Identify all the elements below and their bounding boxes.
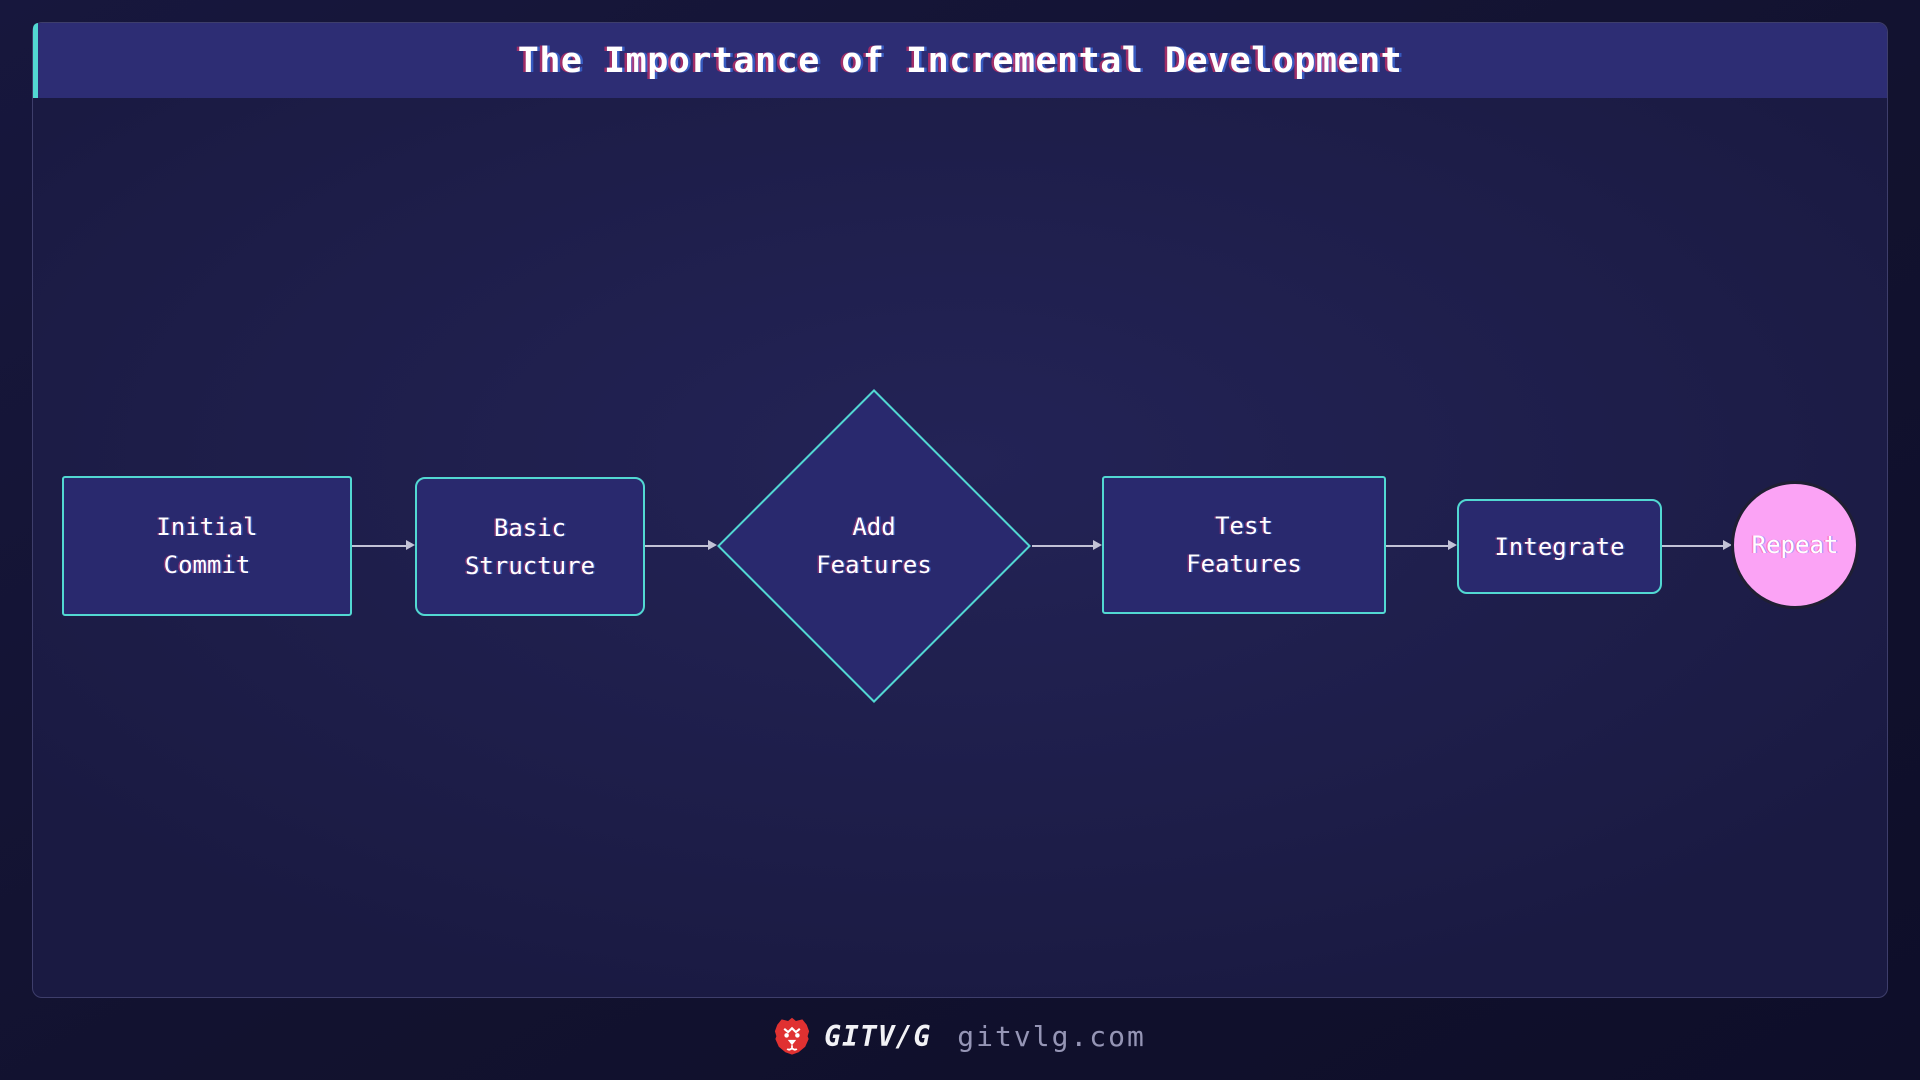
footer: GITV/G gitvlg.com xyxy=(0,1006,1920,1066)
arrow-basic-structure-to-add-features xyxy=(645,540,717,550)
arrow-integrate-to-repeat xyxy=(1662,540,1732,550)
node-basic-structure: Basic Structure xyxy=(415,477,645,616)
node-label-line: Basic xyxy=(493,513,567,542)
node-label-line: Test xyxy=(1215,512,1273,540)
title-bar: The Importance of Incremental Developmen… xyxy=(33,23,1887,98)
page-title: The Importance of Incremental Developmen… xyxy=(517,40,1403,81)
node-initial-commit: Initial Commit xyxy=(62,476,352,616)
brand-name: GITV/G xyxy=(824,1019,932,1053)
node-integrate: Integrate xyxy=(1457,499,1662,594)
node-label-line: Repeat xyxy=(1751,531,1839,559)
flowchart: Initial Commit Basic Structure Add Featu… xyxy=(33,98,1887,997)
node-repeat: Repeat xyxy=(1731,481,1859,609)
diagram-card: The Importance of Incremental Developmen… xyxy=(32,22,1888,998)
lion-icon xyxy=(774,1016,810,1056)
node-label-line: Features xyxy=(1186,550,1302,578)
node-test-features: Test Features xyxy=(1102,476,1386,614)
node-label-line: Integrate xyxy=(1494,532,1625,561)
node-label-line: Commit xyxy=(163,551,251,579)
node-add-features: Add Features xyxy=(717,389,1031,703)
arrow-test-features-to-integrate xyxy=(1386,540,1457,550)
node-label-line: Initial xyxy=(156,513,258,541)
node-label-line: Structure xyxy=(464,551,596,580)
arrow-initial-commit-to-basic-structure xyxy=(352,540,415,550)
diamond-label: Add Features xyxy=(763,435,985,657)
brand-domain: gitvlg.com xyxy=(957,1019,1146,1053)
node-label-line: Features xyxy=(816,551,932,579)
node-label-line: Add xyxy=(852,513,896,541)
title-accent-bar xyxy=(33,23,38,98)
arrow-add-features-to-test-features xyxy=(1032,540,1102,550)
